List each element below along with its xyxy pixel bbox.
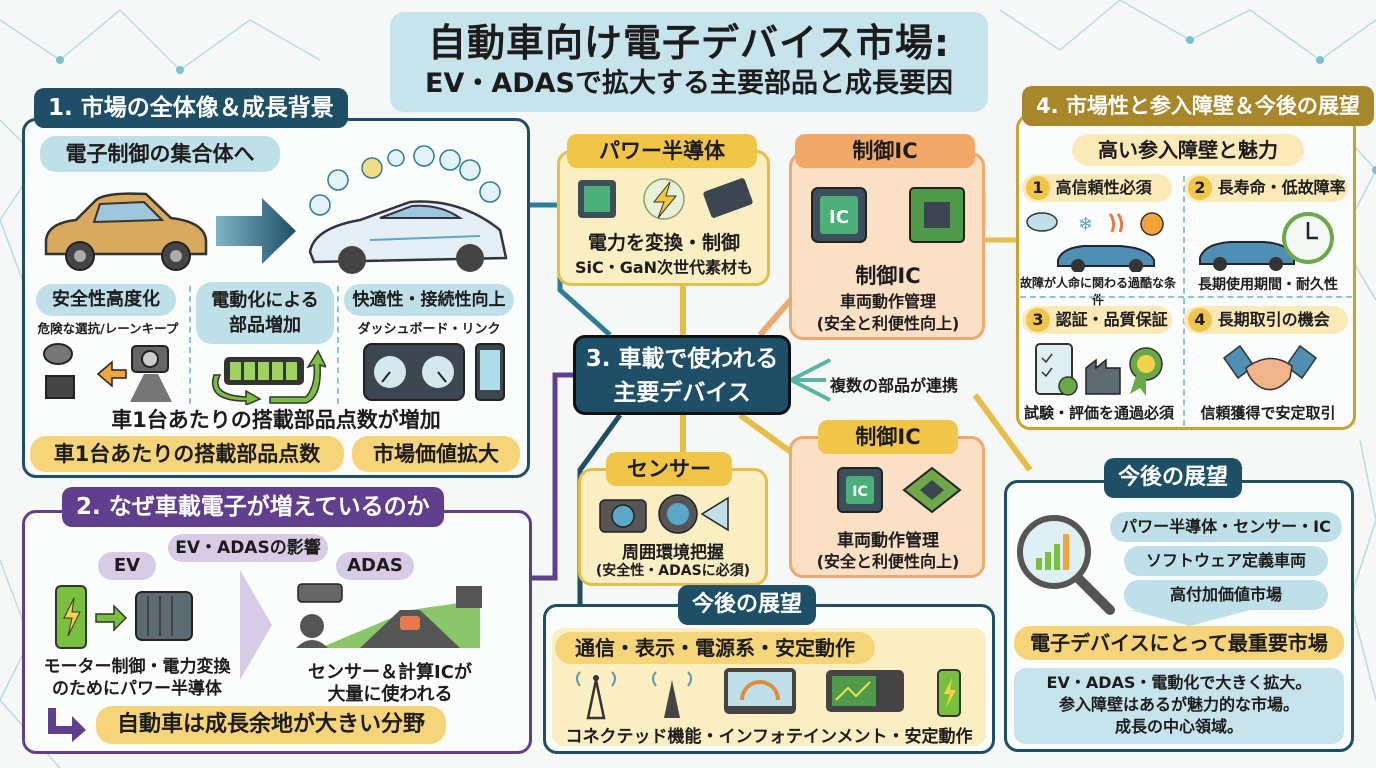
barrier-item-3: 3 認証・品質保証	[1022, 306, 1172, 334]
outlook-pill-1: パワー半導体・センサー・IC	[1110, 512, 1342, 542]
section-1-heading: 1. 市場の全体像＆成長背景	[34, 88, 348, 128]
classic-car-icon	[44, 192, 208, 271]
section-4-subheading: 高い参入障壁と魅力	[1072, 134, 1304, 166]
ev-caption-2: のためにパワー半導体	[52, 679, 222, 699]
ev-caption-1: モーター制御・電力変換	[43, 657, 231, 677]
barrier-item-2: 2 長寿命・低故障率	[1184, 174, 1348, 202]
sensor-label: センサー	[606, 452, 732, 486]
components-link-label: 複数の部品が連携	[826, 372, 963, 396]
barrier-item-title: 認証・品質保証	[1055, 310, 1168, 329]
sensor-line-2: (安全性・ADASに必須)	[595, 563, 751, 579]
electrification-column-title: 電動化による 部品増加	[196, 282, 334, 344]
page-title: 自動車向け電子デバイス市場: EV・ADASで拡大する主要部品と成長要因	[390, 12, 988, 112]
parts-count-badge: 車1台あたりの搭載部品点数	[30, 436, 344, 472]
control-ic-card-top	[789, 152, 985, 340]
item-number-badge: 4	[1188, 308, 1212, 332]
section-4-heading: 4. 市場性と参入障壁＆今後の展望	[1022, 86, 1374, 126]
title-line-1: 自動車向け電子デバイス市場:	[427, 21, 951, 65]
barrier-item-title: 高信頼性必須	[1055, 178, 1152, 197]
dashboard-phone-icon	[363, 343, 505, 401]
camera-lidar-icons	[599, 494, 729, 534]
influence-label: EV・ADASの影響	[168, 534, 328, 562]
control-ic-chip-icons: IC	[811, 187, 965, 243]
item-number-badge: 1	[1026, 176, 1050, 200]
outlook-pill-3: 高付加価値市場	[1124, 580, 1328, 610]
sensor-line-1: 周囲環境把握	[622, 543, 724, 563]
power-chip-icons	[578, 178, 753, 220]
outlook-bottom-heading: 今後の展望	[678, 585, 817, 625]
power-semiconductor-label: パワー半導体	[567, 134, 757, 168]
hub-line-1: 3. 車載で使われる	[585, 346, 779, 372]
comfort-column-caption: ダッシュボード・リンク	[357, 322, 501, 337]
connected-ev-icon	[308, 145, 508, 274]
ic-chip-text-bottom: IC	[852, 484, 867, 500]
safety-column-caption: 危険な選抗/レーンキープ	[37, 321, 179, 336]
control-bottom-line-1: 車両動作管理	[837, 531, 939, 551]
control-ic-label-top: 制御IC	[795, 134, 975, 168]
certification-icons	[1035, 343, 1163, 396]
section-2-conclusion: 自動車は成長余地が大きい分野	[96, 706, 446, 744]
connectivity-infotainment-icons	[576, 668, 961, 720]
title-line-2: EV・ADASで拡大する主要部品と成長要因	[425, 68, 953, 99]
outlook-summary-1: EV・ADAS・電動化で大きく拡大。	[1046, 673, 1312, 692]
camera-sensor-icon	[43, 343, 172, 402]
adas-sensing-icon	[296, 583, 482, 648]
hub-line-2: 主要デバイス	[613, 380, 751, 406]
control-ic-card-bottom	[789, 436, 985, 578]
control-top-line-1: 車両動作管理	[839, 292, 936, 311]
control-top-line-2: (安全と利便性向上)	[816, 314, 960, 333]
barrier-item-title: 長期取引の機会	[1217, 310, 1330, 329]
section-1-summary: 車1台あたりの搭載部品点数が増加	[111, 408, 441, 432]
control-ic-label-bottom: 制御IC	[818, 420, 958, 454]
outlook-bottom-caption: コネクテッド機能・インフォテインメント・安定動作	[565, 727, 973, 747]
power-line-2: SiC・GaN次世代素材も	[574, 258, 754, 277]
barrier-item-3-caption: 試験・評価を通過必須	[1023, 404, 1174, 422]
item-number-badge: 3	[1026, 308, 1050, 332]
safety-column-title: 安全性高度化	[36, 284, 176, 316]
outlook-summary-2: 参入障壁はあるが魅力的な市場。	[1058, 695, 1299, 714]
power-line-1: 電力を変換・制御	[587, 232, 740, 254]
magnifier-chart-icon	[1017, 515, 1115, 615]
ev-label: EV	[98, 552, 156, 580]
market-value-badge: 市場価値拡大	[352, 436, 520, 472]
outlook-bottom-badge: 通信・表示・電源系・安定動作	[555, 632, 875, 664]
control-ic-title-top: 制御IC	[855, 264, 921, 288]
adas-caption-2: 大量に使われる	[327, 684, 453, 705]
outlook-right-heading: 今後の展望	[1104, 458, 1243, 498]
barrier-item-1: 1 高信頼性必須	[1022, 174, 1172, 202]
barrier-item-4-caption: 信頼獲得で安定取引	[1200, 404, 1336, 422]
outlook-summary-box: EV・ADAS・電動化で大きく拡大。 参入障壁はあるが魅力的な市場。 成長の中心…	[1014, 668, 1344, 744]
item-number-badge: 2	[1188, 176, 1212, 200]
barrier-item-1-caption: 故障が人命に関わる過酷な条件	[1019, 276, 1176, 307]
battery-cycle-icon	[212, 349, 326, 405]
ic-chip-text: IC	[829, 207, 849, 228]
barrier-item-title: 長寿命・低故障率	[1217, 178, 1346, 197]
outlook-summary-3: 成長の中心領域。	[1114, 717, 1243, 736]
longevity-car-clock-icon	[1199, 212, 1334, 271]
svg-text:❄: ❄	[1078, 214, 1093, 235]
section-1-subheading: 電子制御の集合体へ	[40, 136, 280, 172]
adas-caption-1: センサー＆計算ICが	[308, 662, 472, 683]
main-devices-hub: 3. 車載で使われる 主要デバイス	[573, 335, 791, 415]
battery-motor-icon	[55, 585, 193, 649]
outlook-pill-2: ソフトウェア定義車両	[1124, 546, 1328, 576]
comfort-column-title: 快適性・接続性向上	[344, 284, 514, 316]
control-bottom-line-2: (安全と利便性向上)	[816, 552, 960, 571]
harsh-conditions-car-icon: ❄	[1026, 212, 1164, 272]
control-ic-chip-icons-bottom: IC	[837, 466, 962, 514]
section-2-heading: 2. なぜ車載電子が増えているのか	[62, 487, 444, 527]
down-arrow-icon	[1130, 610, 1250, 626]
transition-arrow-icon	[216, 198, 296, 264]
adas-label: ADAS	[336, 552, 414, 580]
barrier-item-4: 4 長期取引の機会	[1184, 306, 1348, 334]
handshake-icon	[1222, 344, 1318, 391]
turn-arrow-icon	[48, 708, 86, 742]
most-important-market-badge: 電子デバイスにとって最重要市場	[1014, 626, 1344, 660]
chevron-arrow-icon	[240, 570, 272, 680]
barrier-item-2-caption: 長期使用期間・耐久性	[1198, 277, 1338, 293]
